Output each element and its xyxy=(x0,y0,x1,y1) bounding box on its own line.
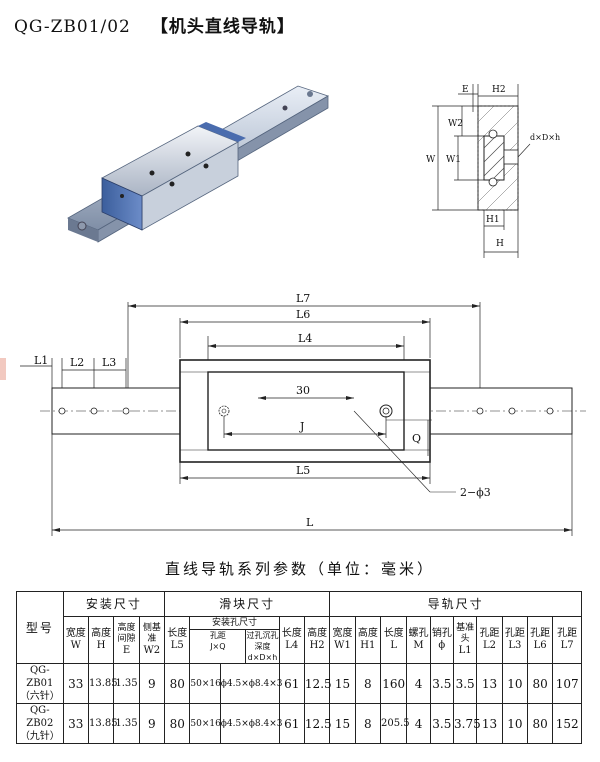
cell: 205.5 xyxy=(380,703,410,744)
cell: 10 xyxy=(501,703,529,744)
cell: 4 xyxy=(406,703,431,744)
dim-e-label: E xyxy=(462,85,469,95)
cell: 33 xyxy=(62,703,89,744)
cell: 107 xyxy=(552,663,582,704)
cell: 61 xyxy=(278,703,305,744)
table-title: 直线导轨系列参数（单位：毫米） xyxy=(164,560,435,578)
dim-h2-label: H2 xyxy=(492,85,506,95)
dim-q-label: Q xyxy=(412,432,421,445)
product-photo xyxy=(67,85,329,243)
model-code: QG-ZB01/02 xyxy=(14,17,131,37)
cell: 3.5 xyxy=(429,663,455,704)
top-view-diagram: L7 L6 L4 L1 L2 L3 30 J Q xyxy=(20,292,586,536)
cell: 8 xyxy=(354,663,382,704)
cell: 9 xyxy=(138,663,166,704)
dim-l3-label: L3 xyxy=(102,356,116,369)
cell: 3.5 xyxy=(429,703,455,744)
cell: 152 xyxy=(552,703,582,744)
cell: 50×16 xyxy=(189,703,221,744)
cell: 80 xyxy=(526,663,554,704)
cell: 13.85 xyxy=(87,703,118,744)
cell: 13 xyxy=(476,703,503,744)
side-section-diagram: E H2 W W1 W2 d×D×h H1 H xyxy=(426,84,560,258)
dim-l4-label: L4 xyxy=(298,332,312,345)
dim-h-label: H xyxy=(496,239,504,249)
cell: 50×16 xyxy=(189,663,221,704)
dim-l6-label: L6 xyxy=(296,308,310,321)
cell: 80 xyxy=(164,703,191,744)
dim-h1-label: H1 xyxy=(486,215,500,225)
cell: 13.85 xyxy=(87,663,118,704)
dim-w-label: W xyxy=(426,155,436,165)
cell: 15 xyxy=(329,703,356,744)
dim-holes-label: 2−ϕ3 xyxy=(460,486,491,499)
cell: ϕ4.5×ϕ8.4×3 xyxy=(219,703,283,744)
cell: 1.35 xyxy=(113,663,140,704)
cell: 4 xyxy=(406,663,431,704)
slider-end-cap xyxy=(101,177,143,231)
cell: 3.5 xyxy=(452,663,478,704)
cell: 12.5 xyxy=(303,703,332,744)
dim-dxdxh-label: d×D×h xyxy=(530,133,560,142)
cell: 1.35 xyxy=(113,703,140,744)
cell: 12.5 xyxy=(303,663,332,704)
cell: 3.75 xyxy=(452,703,481,744)
cell: 80 xyxy=(164,663,191,704)
row-model: QG-ZB01（六针） xyxy=(16,663,64,704)
table-row: QG-ZB01（六针） 33 13.85 1.35 9 80 50×16 ϕ4.… xyxy=(16,663,582,704)
dim-l-label: L xyxy=(306,516,314,529)
dim-l5-label: L5 xyxy=(296,464,310,477)
cell: 160 xyxy=(380,663,408,704)
cell: ϕ4.5×ϕ8.4×3 xyxy=(219,663,283,704)
table-row: QG-ZB02（九针） 33 13.85 1.35 9 80 50×16 ϕ4.… xyxy=(16,703,582,744)
cell: 15 xyxy=(329,663,356,704)
dim-l7-label: L7 xyxy=(296,292,310,305)
edge-mark xyxy=(0,358,6,380)
header-model: 型号 xyxy=(16,591,64,664)
cell: 80 xyxy=(526,703,554,744)
cell: 33 xyxy=(62,663,89,704)
dim-30-label: 30 xyxy=(296,384,310,397)
dim-w2-label: W2 xyxy=(448,119,463,129)
cell: 10 xyxy=(501,663,529,704)
page-title: QG-ZB01/02 【机头直线导轨】 xyxy=(14,12,295,37)
dim-w1-label: W1 xyxy=(446,155,461,165)
cell: 13 xyxy=(476,663,503,704)
product-name: 【机头直线导轨】 xyxy=(150,17,295,37)
dim-l1-label: L1 xyxy=(34,354,48,367)
dim-l2-label: L2 xyxy=(70,356,84,369)
cell: 9 xyxy=(138,703,166,744)
row-model: QG-ZB02（九针） xyxy=(16,703,64,744)
cell: 8 xyxy=(354,703,382,744)
cell: 61 xyxy=(278,663,305,704)
dim-j-label: J xyxy=(299,420,304,433)
group-install: 安装尺寸 xyxy=(62,591,166,617)
group-slider: 滑块尺寸 xyxy=(164,591,331,617)
group-rail: 导轨尺寸 xyxy=(329,591,582,617)
